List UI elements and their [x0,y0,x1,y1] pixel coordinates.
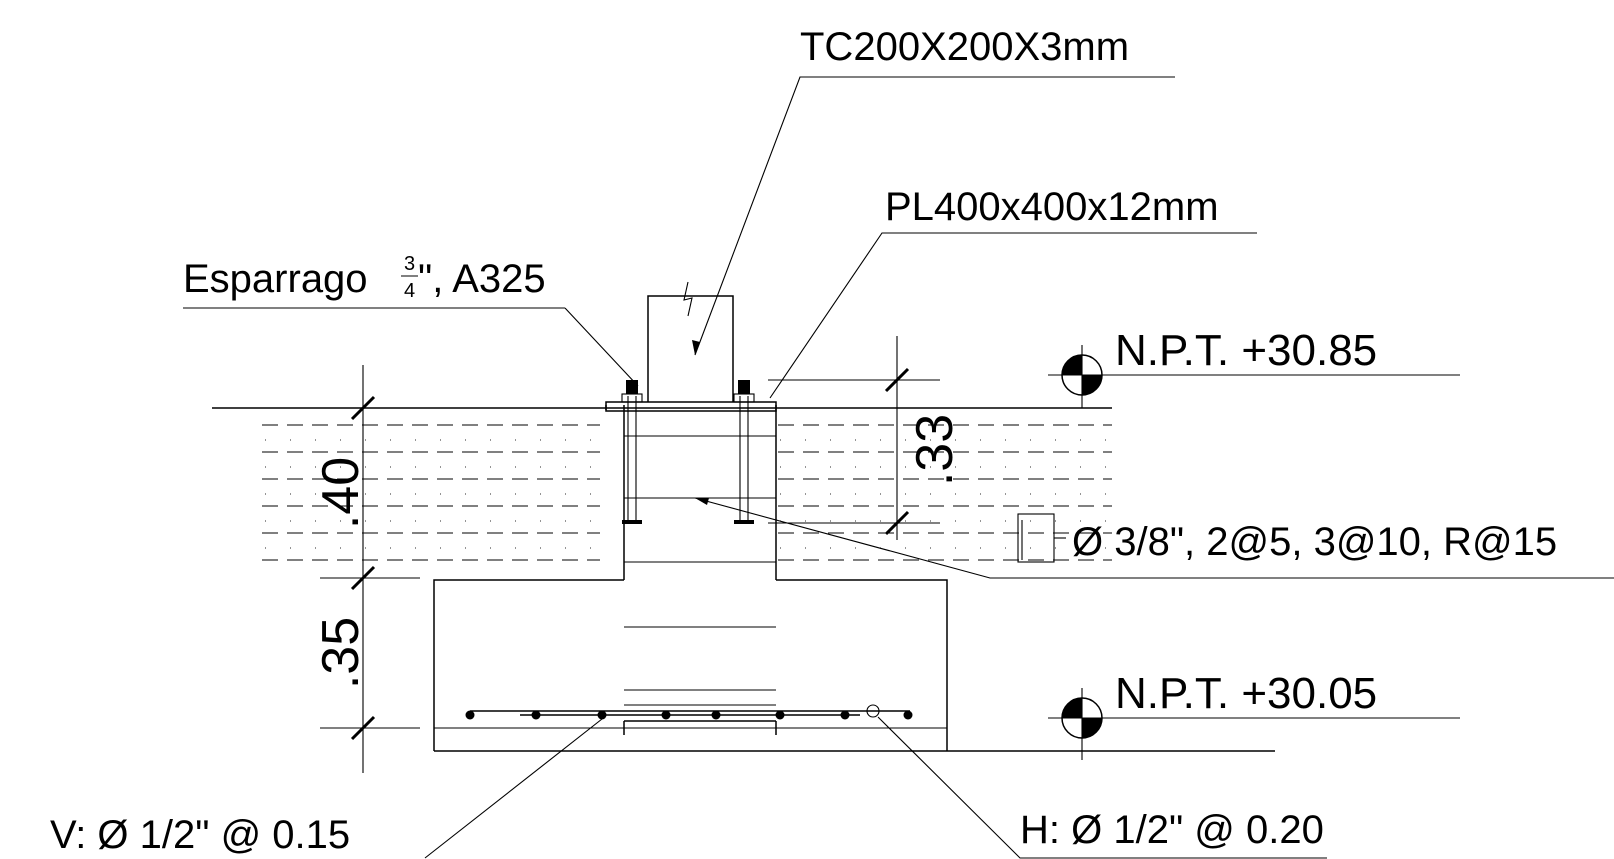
label-stirrups: Ø 3/8", 2@5, 3@10, R@15 [1072,520,1557,564]
dim-pedestal-height: .40 [312,457,370,529]
anchor-bolts [621,380,755,524]
stirrup-symbol [1017,513,1066,563]
embedment-dimension [768,336,940,540]
callout-leaders [183,76,1614,859]
footing-outline [433,579,948,751]
dim-footing-height: .35 [312,617,370,689]
svg-text:", A325: ", A325 [418,257,546,301]
label-anchor-bolt: Esparrago 3 4 ", A325 [183,253,546,302]
label-column-section: TC200X200X3mm [800,25,1129,69]
fill-hatch [262,424,1112,561]
label-base-plate: PL400x400x12mm [885,185,1219,229]
svg-text:4: 4 [404,280,415,302]
steel-column [647,281,734,402]
left-dimension-chain [320,365,420,773]
bottom-rebar-dots [465,704,913,720]
svg-text:Esparrago: Esparrago [183,257,368,301]
label-horizontal-bars: H: Ø 1/2" @ 0.20 [1020,808,1324,852]
level-marker-upper [1048,345,1460,408]
pedestal [470,405,910,735]
label-vertical-bars: V: Ø 1/2" @ 0.15 [50,813,350,857]
level-label-upper: N.P.T. +30.85 [1115,326,1377,375]
dim-bolt-embedment: .33 [906,414,964,486]
level-label-lower: N.P.T. +30.05 [1115,669,1377,718]
svg-text:3: 3 [404,253,415,275]
level-marker-lower [1048,688,1460,760]
base-plate [605,401,777,412]
